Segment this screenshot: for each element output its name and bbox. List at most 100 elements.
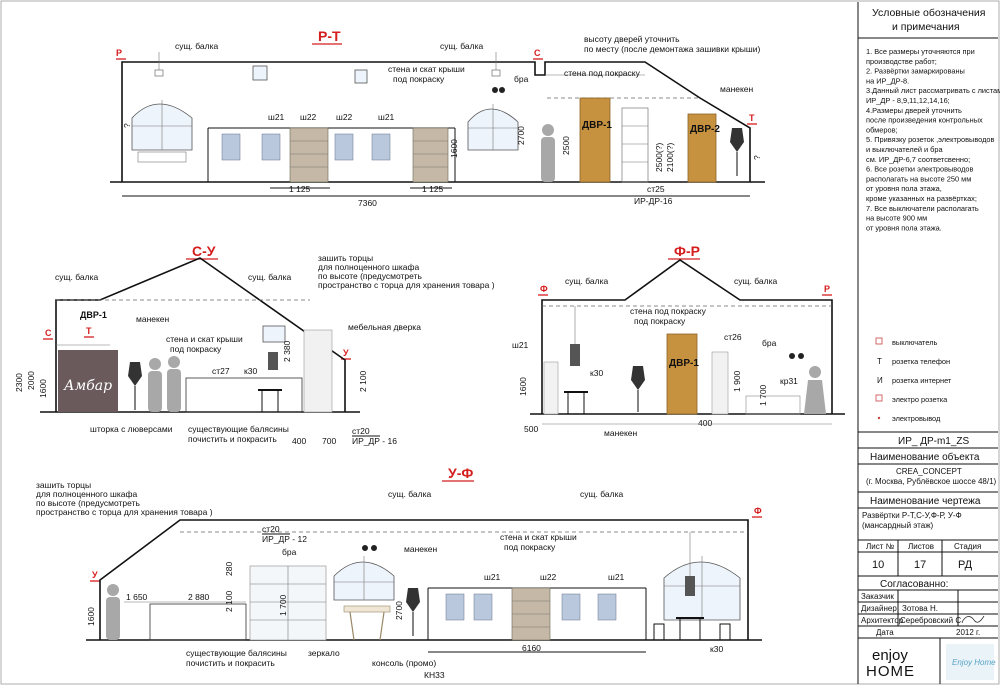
stage-value: РД [958, 559, 973, 571]
su-letter-left: С [45, 328, 52, 338]
su-beam-1: сущ. балка [55, 272, 98, 282]
uf-beam-2: сущ. балка [580, 489, 623, 499]
phone-socket-icon: Т [877, 357, 882, 366]
note-line: от уровня пола этажа. [866, 223, 942, 232]
note-line: ИР_ДР - 8,9,11,12,14,16; [866, 96, 950, 105]
uf-dim-2880: 2 880 [188, 592, 210, 602]
rt-sh21-b: ш21 [378, 112, 395, 122]
rt-skylight-2 [354, 69, 368, 84]
uf-mirror: зеркало [308, 648, 340, 658]
legend-heading-1: Условные обозначения [872, 7, 985, 19]
rt-shoe-shelf-2 [412, 127, 449, 183]
legend-heading-2: и примечания [892, 21, 960, 33]
note-line: 1. Все размеры уточняются при [866, 47, 975, 56]
su-note-1: зашить торцы [318, 253, 373, 263]
section-fr-title: Ф-Р [674, 243, 700, 259]
su-ref-1: ст20 [352, 426, 370, 436]
rt-doors-note-2: по месту (после демонтажа зашивки крыши) [584, 44, 760, 54]
designer-label: Дизайнер [861, 604, 897, 613]
brand-line-1: enjoy [872, 647, 908, 664]
note-line: 7. Все выключатели располагать [866, 204, 979, 213]
rt-sh22-a: ш22 [300, 112, 317, 122]
su-dim-700: 700 [322, 436, 336, 446]
uf-letter-right: Ф [754, 506, 762, 516]
note-line: см. ИР_ДР-6,7 соответсвенно; [866, 155, 970, 164]
rt-sh22-b: ш22 [336, 112, 353, 122]
legend-glyph: Т [877, 357, 882, 366]
drawing-name-1: Развёртки Р-Т,С-У,Ф-Р, У-Ф [862, 511, 962, 520]
uf-st20: ст20 [262, 524, 280, 534]
fr-sh21: ш21 [512, 340, 529, 350]
rt-sh21-a: ш21 [268, 112, 285, 122]
rt-dim-2100q: 2100(?) [665, 143, 675, 172]
uf-balusters-2: почистить и покрасить [186, 658, 275, 668]
fr-wall-paint-1: стена под покраску [630, 306, 707, 316]
fr-pendant-lamp [570, 344, 580, 366]
fr-letter-left: Ф [540, 284, 548, 294]
note-line: обмеров; [866, 125, 898, 134]
su-dim-1600: 1600 [38, 379, 48, 398]
legend-glyph: И [877, 376, 883, 385]
su-mannequin-label: манекен [136, 314, 170, 324]
brand-line-2: HOME [866, 663, 915, 680]
rt-door-2-label: ДВР-2 [690, 124, 720, 135]
uf-sh21-a: ш21 [484, 572, 501, 582]
uf-dim-1650: 1 650 [126, 592, 148, 602]
fr-kr31: кр31 [780, 376, 798, 386]
su-letter-t: Т [86, 326, 92, 336]
note-line: кроме указанных на развёртках; [866, 194, 977, 203]
rt-doors-note-1: высоту дверей уточнить [584, 34, 680, 44]
su-note-2: для полноценного шкафа [318, 262, 419, 272]
rt-dim-q: ? [122, 123, 132, 128]
designer-name: Зотова Н. [902, 604, 938, 613]
uf-console-table [343, 605, 391, 641]
legend-label: розетка телефон [892, 357, 950, 366]
section-fr: Ф-Р Ф Р сущ. балка сущ. балка стена под … [512, 243, 845, 438]
sheet-code: ИР_ ДР-m1_ZS [898, 436, 970, 447]
uf-dim-6160: 6160 [522, 643, 541, 653]
su-people-silhouettes [148, 356, 181, 412]
fr-beam-1: сущ. балка [565, 276, 608, 286]
switch-icon [875, 337, 883, 345]
rt-mannequin [730, 128, 744, 176]
rt-door-1-label: ДВР-1 [582, 120, 612, 131]
legend-label: выключатель [892, 338, 938, 347]
uf-sh21-b: ш21 [608, 572, 625, 582]
section-rt-title: Р-Т [318, 28, 341, 44]
outlet-icon [877, 416, 881, 420]
uf-bra-label: бра [282, 547, 297, 557]
fr-letter-right: Р [824, 284, 830, 294]
fr-woman-silhouette [804, 366, 826, 414]
fr-dim-1700: 1 700 [758, 384, 768, 406]
uf-note-4: пространство с торца для хранения товара… [36, 507, 213, 517]
uf-kn33: КН33 [424, 670, 445, 680]
sheet-no: 10 [872, 559, 884, 571]
rt-dim-2500: 2500 [561, 136, 571, 155]
section-rt: Р-Т Р С Т сущ. балка сущ. балка стена и … [110, 28, 765, 208]
rt-beam-label-2: сущ. балка [440, 41, 483, 51]
fr-wall-paint-2: под покраску [634, 316, 686, 326]
agreed-label: Согласованно: [880, 579, 948, 590]
rt-letter-left: Р [116, 48, 122, 58]
su-dim-2100: 2 100 [358, 370, 368, 392]
uf-dim-280: 280 [224, 562, 234, 576]
uf-paint: под покраску [504, 542, 556, 552]
note-line: после произведения контрольных [866, 116, 983, 125]
rt-dim-2500q: 2500(?) [654, 143, 664, 172]
fr-mannequin [631, 366, 645, 412]
rt-wall-paint-label: стена под покраску [564, 68, 641, 78]
uf-dim-2100: 2 100 [224, 590, 234, 612]
architect-label: Архитектор [861, 616, 904, 625]
date-value: 2012 г. [956, 628, 980, 637]
fr-outline [541, 259, 833, 414]
note-line: 3.Данный лист рассматривать с листами [866, 86, 1000, 95]
su-k30: к30 [244, 366, 257, 376]
su-table [258, 389, 282, 412]
su-ref-2: ИР_ДР - 16 [352, 436, 397, 446]
fr-bench [745, 395, 801, 415]
note-line: на высоте 900 мм [866, 214, 927, 223]
note-line: 4.Размеры дверей уточнить [866, 106, 962, 115]
su-note-3: по высоте (предусмотреть [318, 271, 422, 281]
rt-ref-2: ИР-ДР-16 [634, 196, 673, 206]
